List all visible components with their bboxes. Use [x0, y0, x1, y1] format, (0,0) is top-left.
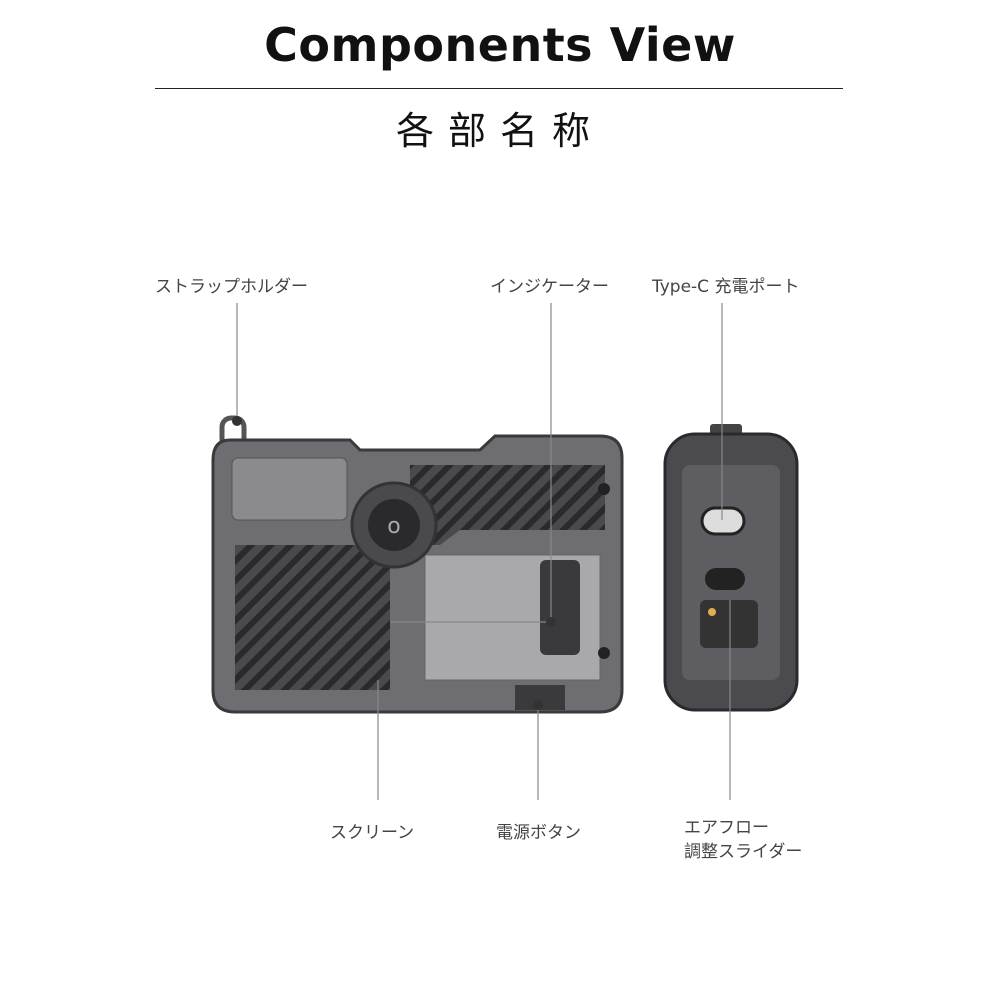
device-side	[663, 424, 799, 712]
label-indicator: インジケーター	[490, 277, 609, 297]
indicator	[540, 560, 580, 655]
label-type-c-port: Type-C 充電ポート	[652, 277, 800, 297]
label-airflow-slider: エアフロー 調整スライダー	[684, 816, 802, 864]
title-divider	[155, 88, 843, 89]
device-front: o	[211, 415, 624, 714]
airflow-slider	[705, 568, 745, 590]
label-screen: スクリーン	[330, 823, 415, 843]
type-c-port	[700, 506, 746, 536]
label-airflow-line1: エアフロー	[684, 818, 769, 838]
page-title: Components View	[264, 18, 736, 72]
svg-text:o: o	[387, 514, 400, 539]
page-subtitle: 各部名称	[395, 109, 604, 153]
label-strap-holder: ストラップホルダー	[155, 277, 308, 297]
leader-lines	[236, 303, 731, 800]
screen	[235, 545, 390, 690]
label-power-button: 電源ボタン	[496, 823, 581, 843]
label-airflow-line2: 調整スライダー	[684, 842, 803, 862]
